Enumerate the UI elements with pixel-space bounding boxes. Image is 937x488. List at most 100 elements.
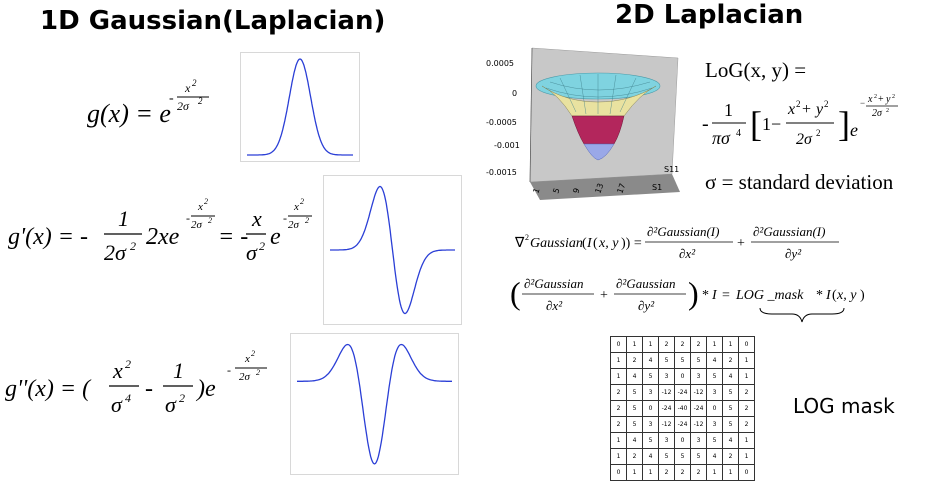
- svg-text:2: 2: [208, 216, 212, 225]
- svg-text:LOG _mask: LOG _mask: [735, 288, 804, 303]
- mask-cell: 5: [658, 352, 675, 369]
- svg-text:2: 2: [796, 99, 801, 109]
- svg-text:∂y²: ∂y²: [785, 246, 802, 261]
- svg-text:*: *: [816, 288, 823, 303]
- y-tick-3: -0.0005: [486, 118, 517, 127]
- first-derivative-svg: [330, 185, 455, 315]
- svg-text:2: 2: [874, 94, 877, 100]
- second-derivative-graphic: g''(x) = ( x 2 σ 4 - 1 σ 2 )e - x 2 2σ 2: [5, 349, 267, 417]
- mask-cell: 4: [626, 368, 643, 385]
- second-derivative-curve: [297, 343, 452, 465]
- mask-cell: 0: [738, 464, 755, 481]
- x-tick-5: 17: [615, 182, 627, 195]
- svg-text:2σ: 2σ: [104, 240, 127, 265]
- svg-text:+: +: [600, 288, 608, 303]
- svg-text:=: =: [722, 288, 730, 303]
- right-heading: 2D Laplacian: [615, 0, 804, 30]
- svg-text:y: y: [814, 101, 824, 118]
- gaussian-curve: [247, 58, 353, 156]
- mask-cell: 2: [722, 448, 739, 465]
- svg-text:2: 2: [256, 368, 260, 377]
- svg-text:I: I: [825, 288, 832, 303]
- mask-cell: 1: [738, 432, 755, 449]
- mask-cell: 2: [738, 416, 755, 433]
- svg-text:2: 2: [251, 349, 255, 358]
- y-tick-5: -0.0015: [486, 168, 517, 177]
- mask-cell: 5: [626, 400, 643, 417]
- svg-text:2: 2: [525, 233, 529, 242]
- svg-text:(: (: [510, 275, 521, 311]
- svg-text:I: I: [711, 288, 718, 303]
- svg-text:y: y: [885, 94, 891, 105]
- first-derivative-curve: [330, 185, 455, 315]
- svg-text:∇: ∇: [515, 236, 525, 251]
- svg-text:1: 1: [173, 358, 184, 383]
- svg-text:(: (: [832, 288, 837, 303]
- gaussian-curve-plot: [240, 52, 360, 162]
- first-derivative-graphic: g'(x) = - 1 2σ 2 2xe - x 2 2σ 2 = - x σ …: [8, 197, 312, 265]
- svg-text:2σ: 2σ: [177, 99, 190, 113]
- log-formula-graphic: - 1 πσ 4 [ 1− x 2 + y 2 2σ 2 ] e − x 2 +…: [702, 94, 898, 148]
- mask-cell: 2: [610, 384, 627, 401]
- mask-cell: 1: [738, 352, 755, 369]
- mask-cell: 0: [610, 464, 627, 481]
- mask-cell: -12: [658, 416, 675, 433]
- mask-cell: 5: [690, 352, 707, 369]
- svg-text:x: x: [867, 94, 873, 105]
- svg-text:∂²Gaussian: ∂²Gaussian: [524, 276, 583, 291]
- mask-cell: 0: [610, 336, 627, 353]
- svg-text:2: 2: [179, 391, 185, 405]
- second-derivative-svg: [297, 343, 452, 465]
- gaussian-formula: g(x) = e - x 2 2σ 2: [85, 70, 235, 140]
- mask-cell: -12: [690, 416, 707, 433]
- mask-cell: 1: [722, 336, 739, 353]
- svg-text:e: e: [850, 120, 858, 140]
- mask-cell: 2: [626, 352, 643, 369]
- mask-cell: 2: [610, 400, 627, 417]
- log-mask-label: LOG mask: [793, 394, 895, 418]
- mask-cell: 5: [674, 448, 691, 465]
- laplacian-gaussian-graphic: ∇ 2 Gaussian ( I ( x, y )) = ∂²Gaussian(…: [514, 224, 839, 261]
- svg-text:g''(x) = (: g''(x) = (: [5, 376, 92, 402]
- svg-text:(: (: [582, 236, 587, 251]
- mask-cell: 2: [626, 448, 643, 465]
- svg-text:1: 1: [724, 100, 733, 120]
- mask-cell: 0: [738, 336, 755, 353]
- svg-text:Gaussian: Gaussian: [530, 236, 583, 251]
- mask-cell: 4: [722, 368, 739, 385]
- svg-text:2: 2: [125, 357, 131, 371]
- svg-text:2: 2: [892, 94, 895, 100]
- mask-cell: 0: [706, 400, 723, 417]
- mask-cell: 5: [722, 384, 739, 401]
- svg-text:σ: σ: [165, 392, 177, 417]
- mask-cell: 1: [626, 336, 643, 353]
- svg-text:): ): [688, 275, 699, 311]
- mask-cell: 5: [690, 448, 707, 465]
- svg-text:x: x: [251, 206, 262, 231]
- mask-cell: 3: [690, 432, 707, 449]
- mask-cell: 4: [722, 432, 739, 449]
- mask-cell: 2: [722, 352, 739, 369]
- mask-cell: 3: [706, 384, 723, 401]
- svg-text:2: 2: [204, 197, 208, 206]
- y-tick-4: -0.001: [494, 141, 520, 150]
- mask-cell: 0: [642, 400, 659, 417]
- svg-text:2: 2: [305, 216, 309, 225]
- mask-cell: 5: [706, 432, 723, 449]
- x-tick-2: 5: [551, 187, 561, 195]
- mask-cell: 2: [674, 336, 691, 353]
- svg-text:-: -: [169, 91, 174, 106]
- log-surface-svg: 0.0005 0 -0.0005 -0.001 -0.0015 1 5 9 13…: [486, 47, 680, 200]
- svg-text:x: x: [244, 353, 250, 365]
- mask-cell: 1: [738, 448, 755, 465]
- svg-text:1: 1: [118, 206, 129, 231]
- x-tick-3: 9: [571, 187, 581, 195]
- svg-text:4: 4: [736, 128, 741, 139]
- svg-text:)) =: )) =: [621, 236, 642, 251]
- svg-text:2: 2: [816, 128, 821, 138]
- svg-text:x: x: [112, 358, 123, 383]
